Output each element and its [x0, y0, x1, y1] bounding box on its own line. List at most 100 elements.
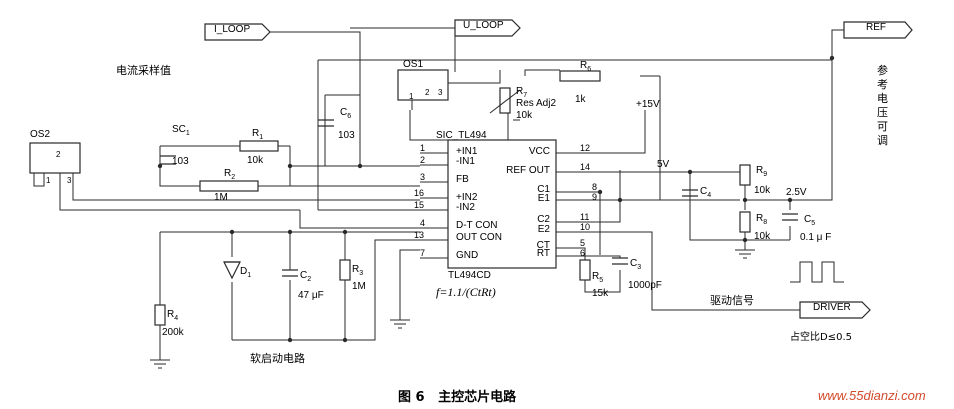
- net-2-5v: 2.5V: [786, 187, 807, 198]
- net-5v: 5V: [657, 159, 670, 170]
- connector-bodies: [29, 69, 449, 174]
- c5-value: 0.1 μ F: [800, 232, 832, 243]
- watermark: www.55dianzi.com: [818, 388, 926, 403]
- pin-number: 1: [420, 143, 426, 153]
- c2-value: 47 μF: [298, 290, 324, 301]
- pin-number: 5: [580, 238, 586, 248]
- ic-pin-label: +IN1: [456, 146, 478, 157]
- pin-number: 4: [420, 218, 426, 228]
- r7-value: Res Adj2: [516, 98, 557, 109]
- ic-left-labels: +IN1 -IN1 FB +IN2 -IN2 D-T CON OUT CON G…: [456, 146, 502, 262]
- r5-value: 15k: [592, 288, 609, 299]
- c3-ref: C3: [630, 258, 642, 271]
- formula: f=1.1/(CtRt): [436, 285, 496, 299]
- capacitor-bodies: [160, 119, 798, 277]
- pin-number: 3: [420, 172, 426, 182]
- note-drive-signal: 驱动信号: [710, 294, 754, 307]
- ic-pin-label: VCC: [528, 146, 550, 157]
- pin-number: 12: [580, 143, 591, 153]
- pin-number: 2: [420, 155, 426, 165]
- os2-label: OS2: [30, 129, 51, 140]
- pin-number: 9: [592, 192, 598, 202]
- r1-ref: R1: [252, 128, 264, 141]
- r2-value: 1M: [214, 192, 228, 203]
- r2-ref: R2: [224, 168, 236, 181]
- pwm-waveform: [790, 261, 844, 283]
- ic-pin-label: E1: [537, 193, 550, 204]
- os1-pin-2: 2: [425, 88, 430, 97]
- os1-pin-3: 3: [438, 88, 443, 97]
- note-ref-voltage: 参考电压可调: [877, 64, 888, 147]
- os1-pin-1: 1: [409, 92, 414, 101]
- os2-pin-1: 1: [46, 176, 51, 185]
- r6-ref: R6: [580, 60, 592, 73]
- port-i-loop: I_LOOP: [214, 24, 251, 35]
- pin-number: 8: [592, 182, 598, 192]
- ic-pin-label: C2: [537, 214, 550, 225]
- r3-ref: R3: [352, 264, 364, 277]
- grounds: [33, 173, 755, 369]
- port-driver: DRIVER: [813, 302, 851, 313]
- c6-ref: C6: [340, 107, 352, 120]
- r1-value: 10k: [247, 155, 264, 166]
- tl494-body: [420, 139, 580, 269]
- r9-value: 10k: [754, 185, 771, 196]
- note-duty: 占空比D≤0.5: [790, 332, 852, 343]
- pin-number: 14: [580, 162, 591, 172]
- r9-ref: R9: [756, 165, 768, 178]
- os2-pin-2: 2: [56, 150, 61, 159]
- os1-label: OS1: [403, 59, 424, 70]
- resistor-bodies: [154, 70, 751, 326]
- r4-ref: R4: [167, 309, 179, 322]
- c4-ref: C4: [700, 186, 712, 199]
- diode-body: [223, 261, 241, 280]
- pin-number: 7: [420, 248, 426, 258]
- ic-pin-label: OUT CON: [456, 232, 502, 243]
- r5-ref: R5: [592, 271, 604, 284]
- ic-pin-label: D-T CON: [456, 220, 498, 231]
- ic-pin-label: REF OUT: [506, 165, 550, 176]
- ic-pin-label: CT: [536, 240, 550, 251]
- c5-ref: C5: [804, 214, 816, 227]
- pin-number: 13: [414, 230, 425, 240]
- r8-ref: R8: [756, 213, 768, 226]
- ic-pin-label: -IN2: [456, 202, 475, 213]
- ic-pin-label: GND: [456, 250, 479, 261]
- note-soft-start: 软启动电路: [250, 352, 305, 365]
- c6-value: 103: [338, 130, 355, 141]
- pin-number: 15: [414, 200, 425, 210]
- ic-pin-label: E2: [537, 224, 550, 235]
- pin-number: 6: [580, 248, 586, 258]
- ic-pin-label: +IN2: [456, 192, 478, 203]
- pin-number: 11: [580, 212, 590, 222]
- r7-value2: 10k: [516, 110, 533, 121]
- r6-value: 1k: [575, 94, 586, 105]
- ic-name: SIC_TL494: [436, 130, 487, 141]
- ic-pin-label: RT: [536, 248, 550, 259]
- r8-value: 10k: [754, 231, 771, 242]
- junctions: [157, 55, 835, 343]
- port-u-loop: U_LOOP: [463, 20, 504, 31]
- ic-right-labels: VCC REF OUT C1 E1 C2 E2 CT RT: [498, 146, 550, 260]
- pin-number: 16: [414, 188, 425, 198]
- r3-value: 1M: [352, 281, 366, 292]
- wires: [59, 27, 844, 360]
- net-15v: +15V: [636, 99, 660, 110]
- port-ref: REF: [866, 22, 886, 33]
- ic-part: TL494CD: [448, 270, 491, 281]
- c2-ref: C2: [300, 270, 312, 283]
- pin-number: 10: [580, 222, 591, 232]
- os2-pin-3: 3: [67, 176, 72, 185]
- r4-value: 200k: [162, 327, 184, 338]
- ic-pin-label: C1: [537, 184, 550, 195]
- note-current-sample: 电流采样值: [116, 64, 171, 77]
- figure-caption: 图 6 主控芯片电路: [398, 390, 517, 405]
- ic-pin-label: -IN1: [456, 156, 475, 167]
- ic-pin-label: FB: [456, 174, 469, 185]
- r7-ref: R7: [516, 86, 528, 99]
- d1-ref: D1: [240, 266, 252, 279]
- sc1-value: 103: [172, 156, 189, 167]
